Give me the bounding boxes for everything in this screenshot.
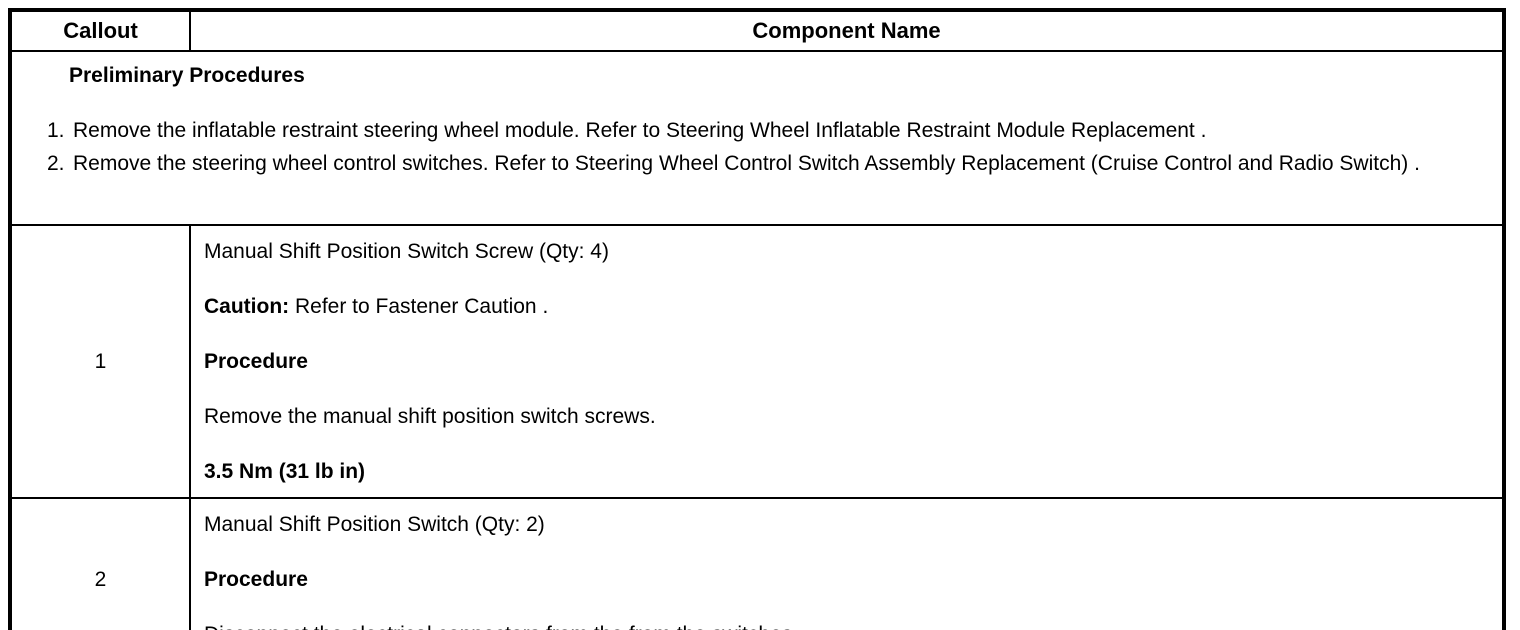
step-number: 2. xyxy=(47,152,65,175)
preliminary-steps-list: 1. Remove the inflatable restraint steer… xyxy=(26,116,1488,179)
procedure-heading: Procedure xyxy=(204,568,308,591)
procedure-step-text: Disconnect the electrical connectors fro… xyxy=(204,620,1488,630)
preliminary-procedures-cell: Preliminary Procedures 1. Remove the inf… xyxy=(9,50,1505,226)
component-name-column-header: Component Name xyxy=(189,9,1505,52)
step-text: Remove the steering wheel control switch… xyxy=(73,152,1420,175)
caution-text: Refer to Fastener Caution . xyxy=(289,295,549,318)
list-item: 1. Remove the inflatable restraint steer… xyxy=(26,116,1488,146)
preliminary-procedures-title: Preliminary Procedures xyxy=(69,64,305,87)
list-item: 2. Remove the steering wheel control swi… xyxy=(26,149,1488,179)
caution-note: Caution: Refer to Fastener Caution . xyxy=(204,292,1488,322)
component-name-text: Manual Shift Position Switch Screw (Qty:… xyxy=(204,240,609,263)
step-text: Remove the inflatable restraint steering… xyxy=(73,119,1207,142)
preliminary-procedures-row: Preliminary Procedures 1. Remove the inf… xyxy=(9,50,1505,226)
component-description-cell: Manual Shift Position Switch (Qty: 2) Pr… xyxy=(189,497,1505,630)
table-row: 1 Manual Shift Position Switch Screw (Qt… xyxy=(9,224,1505,499)
caution-label: Caution: xyxy=(204,295,290,318)
torque-spec: 3.5 Nm (31 lb in) xyxy=(204,460,366,483)
procedure-step-text: Remove the manual shift position switch … xyxy=(204,405,656,428)
callout-number-cell: 2 xyxy=(9,497,191,630)
table-row: 2 Manual Shift Position Switch (Qty: 2) … xyxy=(9,497,1505,630)
procedure-heading: Procedure xyxy=(204,350,308,373)
callout-column-header: Callout xyxy=(9,9,191,52)
callout-number-cell: 1 xyxy=(9,224,191,499)
component-name-text: Manual Shift Position Switch (Qty: 2) xyxy=(204,513,545,536)
component-callout-table: Callout Component Name Preliminary Proce… xyxy=(8,8,1506,630)
step-number: 1. xyxy=(47,119,65,142)
table-header-row: Callout Component Name xyxy=(9,9,1505,52)
component-description-cell: Manual Shift Position Switch Screw (Qty:… xyxy=(189,224,1505,499)
